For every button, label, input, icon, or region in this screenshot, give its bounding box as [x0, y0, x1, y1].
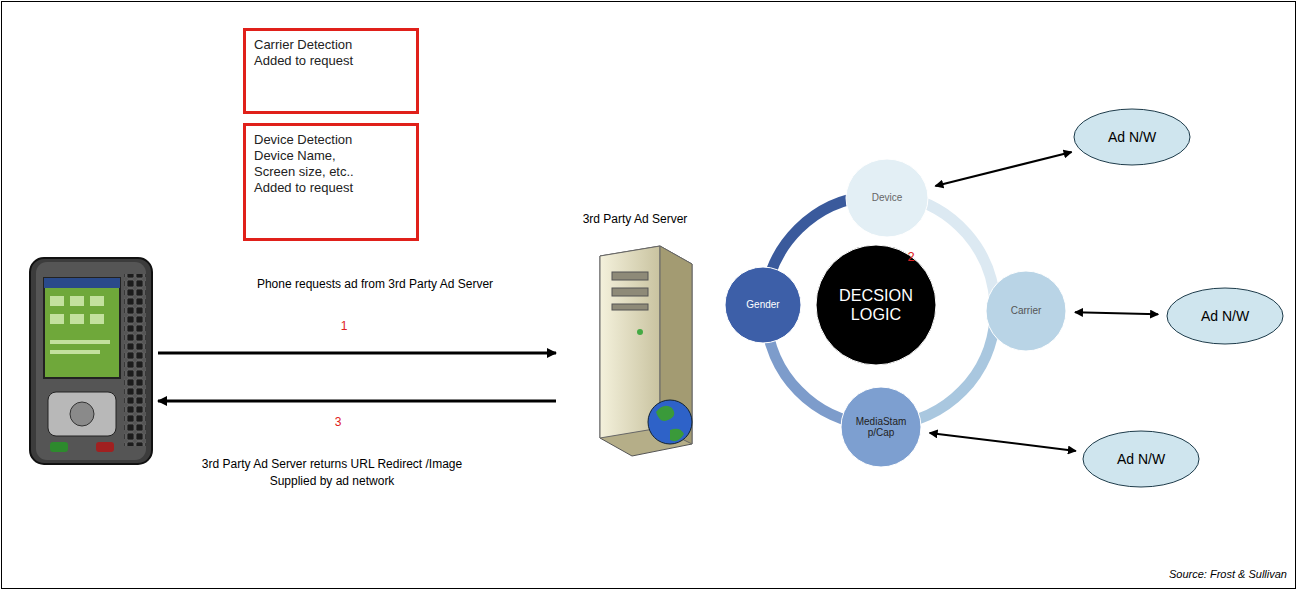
node-text: Gender — [746, 299, 779, 311]
gender-circle: Gender — [724, 266, 802, 344]
node-text: Ad N/W — [1108, 129, 1156, 145]
node-text: Ad N/W — [1201, 308, 1249, 324]
node-text: Carrier Detection Added to request — [254, 37, 370, 69]
ad-network-ellipse: Ad N/W — [1073, 108, 1191, 166]
detection-box: Device Detection Device Name, Screen siz… — [243, 123, 419, 241]
node-text: Carrier — [1011, 305, 1042, 317]
node-text: Device — [872, 192, 903, 204]
server-node: 3rd Party Ad Server — [560, 212, 710, 462]
callout-number: 3 — [328, 414, 348, 431]
node-text: DECSION LOGIC — [826, 286, 926, 323]
device-circle: Device — [845, 158, 929, 238]
request-arrow — [158, 352, 556, 355]
detection-box: Carrier Detection Added to request — [243, 28, 419, 114]
node-text: MediaStam p/Cap — [855, 416, 907, 439]
decision-circle: DECSION LOGIC — [815, 244, 937, 366]
mediastamp-circle: MediaStam p/Cap — [840, 386, 922, 468]
step-text: Phone requests ad from 3rd Party Ad Serv… — [205, 276, 545, 293]
node-text: Device Detection Device Name, Screen siz… — [254, 132, 370, 196]
ad-network-ellipse: Ad N/W — [1082, 430, 1200, 488]
node-text: Ad N/W — [1117, 451, 1165, 467]
carrier-circle: Carrier — [985, 270, 1067, 352]
step-text: 3rd Party Ad Server returns URL Redirect… — [182, 456, 482, 490]
network-connector — [935, 152, 1071, 186]
node-text: 3rd Party Ad Server — [560, 212, 710, 226]
server-illustration — [560, 212, 710, 462]
phone-illustration — [30, 258, 152, 464]
network-connector — [1075, 312, 1158, 314]
response-arrow — [158, 400, 556, 403]
callout-number: 2 — [901, 248, 921, 265]
source-caption: Source: Frost & Sullivan — [1169, 568, 1287, 580]
ad-network-ellipse: Ad N/W — [1166, 287, 1284, 345]
callout-number: 1 — [334, 318, 354, 335]
network-connector — [930, 433, 1076, 451]
